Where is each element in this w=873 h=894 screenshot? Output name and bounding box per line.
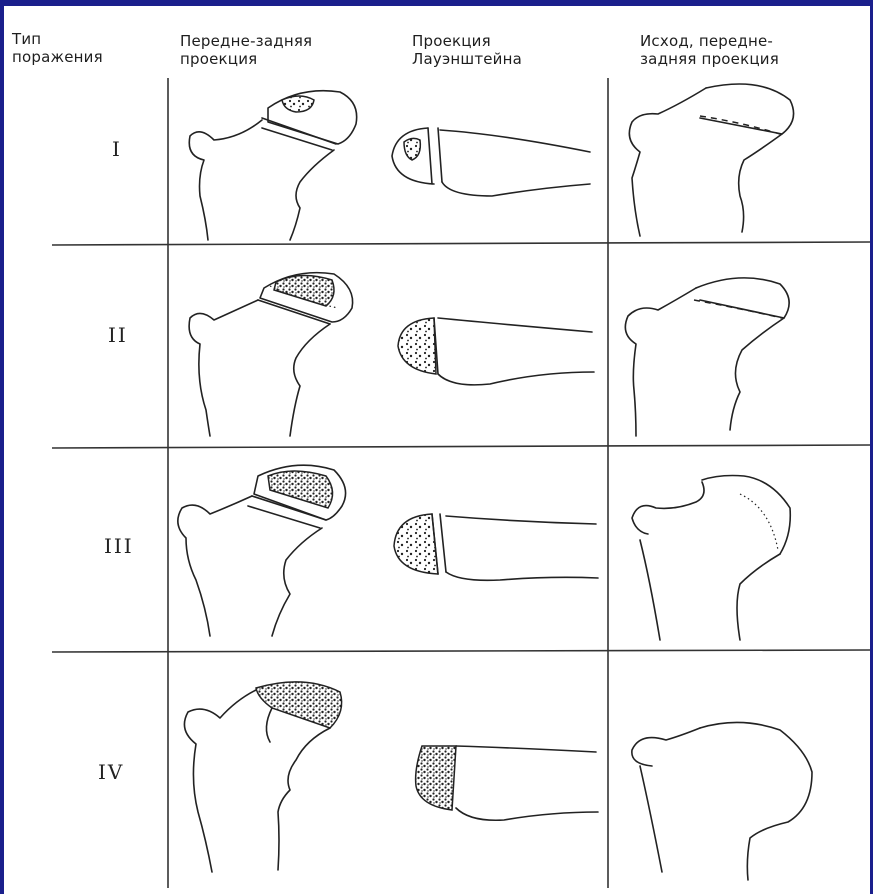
- femur-ap-4: [184, 682, 341, 872]
- femur-outcome-3: [632, 476, 790, 641]
- femur-lauenstein-3: [394, 514, 598, 580]
- femur-outcome-1: [629, 84, 793, 236]
- femur-ap-2: [189, 273, 353, 436]
- femur-lauenstein-4: [416, 746, 598, 820]
- femur-outcome-2: [625, 278, 789, 436]
- femur-ap-3: [178, 465, 346, 636]
- grid-row-1: [52, 242, 870, 245]
- grid-lines: [52, 78, 870, 888]
- femur-outcome-4: [632, 722, 812, 880]
- femur-lauenstein-2: [398, 318, 594, 385]
- femur-ap-1: [189, 91, 356, 240]
- grid-row-2: [52, 445, 870, 448]
- femur-lauenstein-1: [392, 128, 590, 196]
- grid-row-3: [52, 650, 870, 652]
